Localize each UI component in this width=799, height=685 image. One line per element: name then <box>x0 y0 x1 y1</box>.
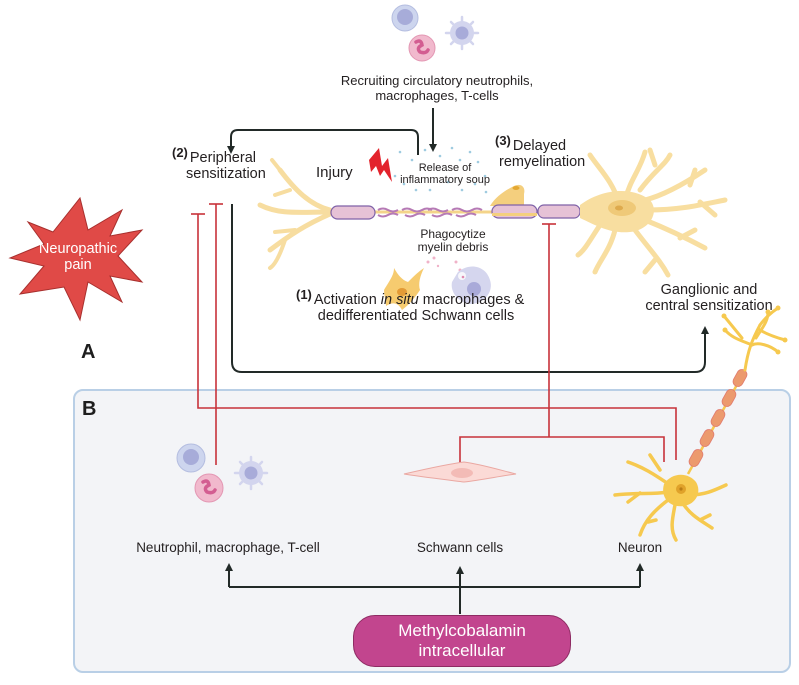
neuron-label: Neuron <box>617 540 663 555</box>
immune-cells-label: Neutrophil, macrophage, T-cell <box>136 540 320 555</box>
neuropathic-pain-label: Neuropathic pain <box>28 241 128 273</box>
step1-line2: dedifferentiated Schwann cells <box>317 308 515 325</box>
neuropathic-pain-star <box>8 196 144 322</box>
phagocytize-label-line2: myelin debris <box>417 240 489 255</box>
activated-schwann-cell-icon <box>384 268 424 310</box>
step3-line2: remyelination <box>499 154 586 171</box>
schwann-cells-label: Schwann cells <box>416 540 504 555</box>
panel-a-label: A <box>81 341 96 363</box>
inhibit-peripheral-neuron <box>197 214 677 460</box>
recruiting-label-line2: macrophages, T-cells <box>375 87 499 103</box>
ganglionic-arrow <box>231 204 709 373</box>
step1-activation: (1)Activation in situ macrophages & dedi… <box>296 287 526 325</box>
sensitization-feedback-arrow <box>227 129 419 155</box>
step1-line1-post: macrophages & <box>418 292 525 308</box>
debris-particles <box>426 256 462 272</box>
injury-lightning-icon <box>369 148 392 182</box>
step2-number: (2) <box>172 145 188 160</box>
panel-b-neuron-icon <box>613 305 788 542</box>
recruiting-label: Recruiting circulatory neutrophils, macr… <box>332 73 542 103</box>
t-cell-icon <box>444 15 480 51</box>
step2-line2: sensitization <box>186 166 266 183</box>
panel-b-t-cell-icon <box>233 455 269 491</box>
macrophage-icon <box>451 266 491 304</box>
myelin-sheath-right <box>537 204 581 219</box>
methylcobalamin-line1: Methylcobalamin <box>398 621 526 641</box>
step1-line1-pre: Activation <box>313 292 381 308</box>
inhibition-lines <box>191 203 677 465</box>
inflammatory-soup-dots <box>393 146 488 194</box>
ganglionic-label-line2: central sensitization <box>645 298 773 315</box>
panel-b-neutrophil-icon <box>194 473 224 503</box>
step1-line1-italic: in situ <box>380 292 419 308</box>
step3-line1: Delayed <box>512 138 567 154</box>
step1-number: (1) <box>296 287 312 302</box>
phagocytize-label: Phagocytize myelin debris <box>398 227 508 255</box>
methylcobalamin-box: Methylcobalamin intracellular <box>353 615 571 667</box>
release-label-line2: inflammatory soup <box>400 174 490 187</box>
panel-b-label: B <box>82 398 97 420</box>
myelin-sheath-remyelinating <box>491 204 538 219</box>
release-label: Release of inflammatory soup <box>393 162 497 187</box>
methylcobalamin-line2: intracellular <box>418 641 506 660</box>
lymphocyte-icon <box>391 4 419 32</box>
myelin-debris <box>377 207 483 218</box>
neuropathic-pain-line2: pain <box>64 257 92 274</box>
neutrophil-icon <box>408 34 436 62</box>
recruiting-label-line1: Recruiting circulatory neutrophils, <box>340 73 534 88</box>
ganglion-neuron-icon <box>575 147 728 278</box>
phagocytize-label-line1: Phagocytize <box>420 227 486 241</box>
peripheral-neuron-terminal <box>257 158 333 270</box>
ganglionic-label-line1: Ganglionic and <box>660 282 758 298</box>
methylcobalamin-arrows <box>225 563 644 614</box>
myelin-sheath-left <box>330 205 376 220</box>
panel-b-schwann-cell-icon <box>403 461 517 483</box>
step2-peripheral-sensitization: (2)Peripheral sensitization <box>172 145 282 183</box>
ganglionic-label: Ganglionic and central sensitization <box>634 282 784 314</box>
neuropathic-pain-line1: Neuropathic <box>38 241 118 257</box>
schwann-cell-wrap <box>490 184 525 206</box>
step3-number: (3) <box>495 133 511 148</box>
injury-label: Injury <box>316 164 353 181</box>
inhibit-schwann-neuron <box>459 436 665 465</box>
panel-b-lymphocyte-icon <box>176 443 206 473</box>
release-label-line1: Release of <box>418 162 472 174</box>
step3-delayed-remyelination: (3)Delayed remyelination <box>495 133 586 171</box>
step2-line1: Peripheral <box>189 150 256 166</box>
